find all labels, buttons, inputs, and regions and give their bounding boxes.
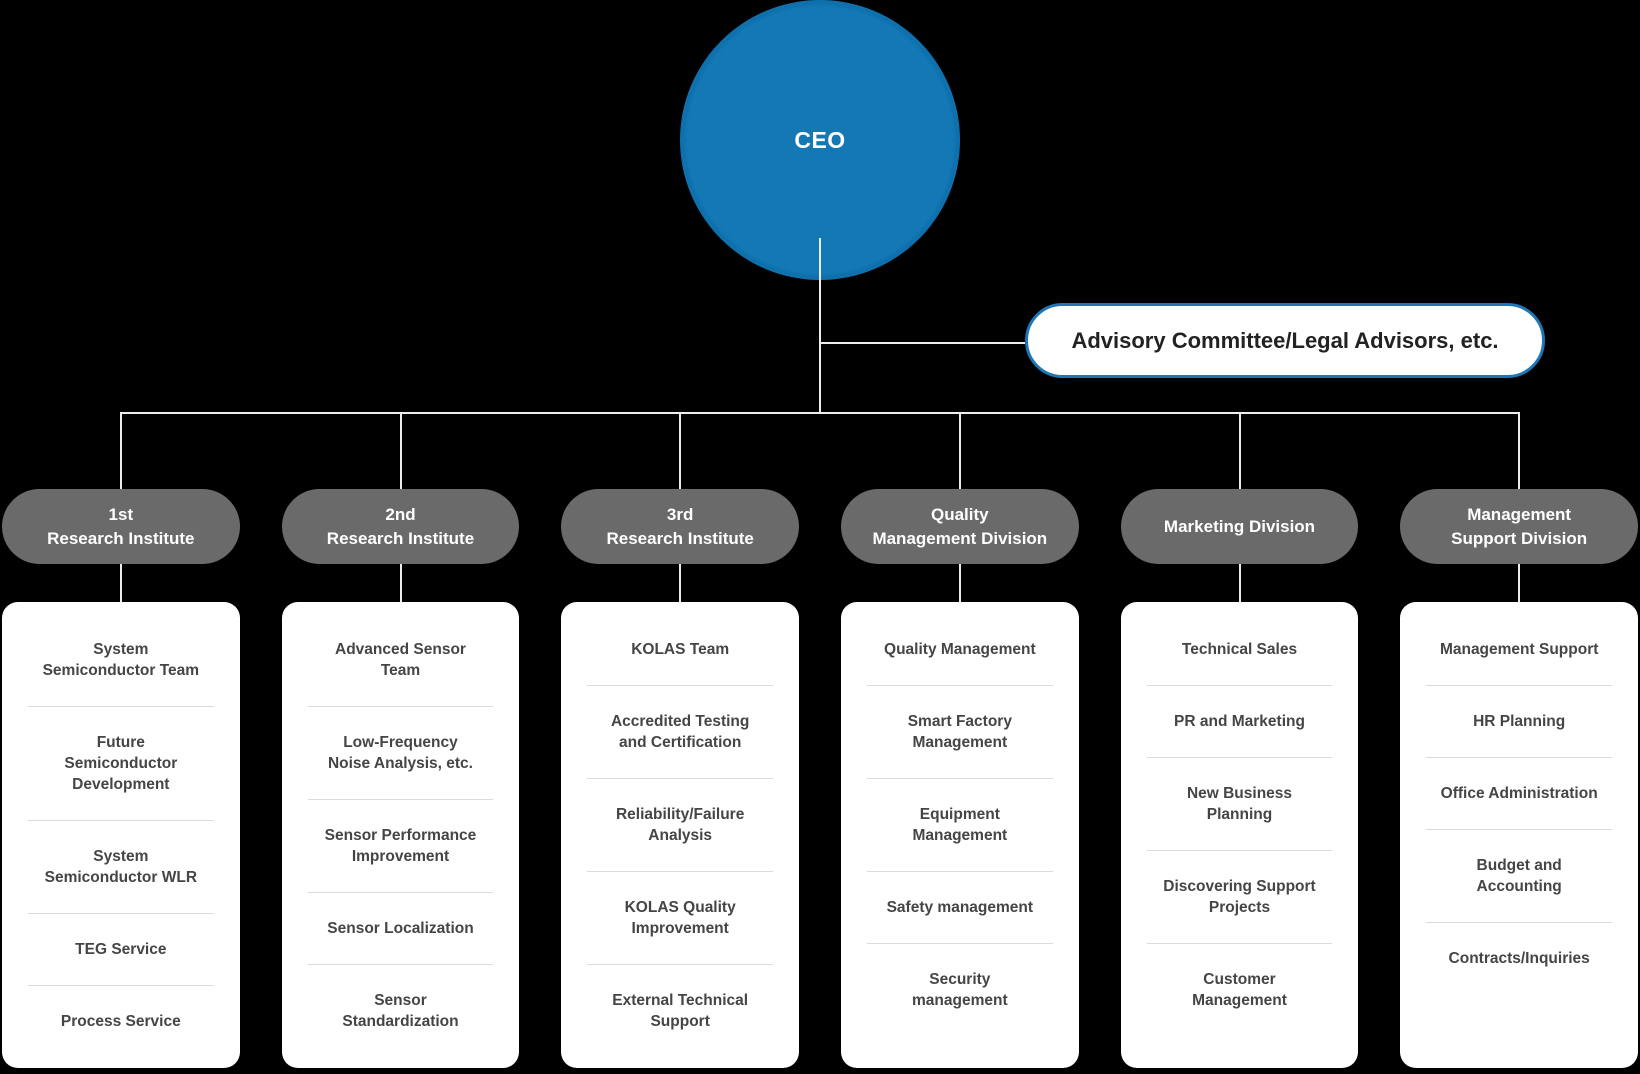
divider [307, 706, 494, 707]
divider [1426, 685, 1612, 686]
team-item: System Semiconductor Team [42, 641, 200, 679]
divider [587, 871, 773, 872]
divisions-grid: 1st Research Institute System Semiconduc… [2, 489, 1638, 1068]
team-item: New Business Planning [1186, 785, 1293, 823]
division-column-3rd-research-institute: 3rd Research Institute KOLAS Team Accred… [561, 489, 799, 1068]
advisory-committee-label: Advisory Committee/Legal Advisors, etc. [1071, 327, 1499, 353]
advisory-committee-node: Advisory Committee/Legal Advisors, etc. [1025, 303, 1545, 378]
divider [1146, 685, 1333, 686]
divider [28, 706, 214, 707]
team-item: Sensor Localization [327, 920, 474, 937]
divider [587, 778, 773, 779]
team-item: HR Planning [1473, 713, 1566, 730]
divider [867, 871, 1053, 872]
division-title: Management Support Division [1451, 504, 1588, 548]
division-pill: Management Support Division [1400, 489, 1638, 564]
division-pill: 1st Research Institute [2, 489, 240, 564]
team-item: Technical Sales [1181, 641, 1298, 658]
divider [867, 685, 1053, 686]
ceo-node: CEO [680, 0, 960, 280]
ceo-riser-line [819, 238, 821, 413]
team-item: Future Semiconductor Development [64, 734, 178, 793]
team-item: TEG Service [75, 941, 167, 958]
team-item: Reliability/Failure Analysis [615, 806, 745, 844]
advisory-connector-line [820, 342, 1025, 344]
division-title: 2nd Research Institute [326, 504, 475, 548]
division-title: Quality Management Division [872, 504, 1048, 548]
team-item: Sensor Standardization [342, 992, 459, 1030]
team-item: Equipment Management [912, 806, 1008, 844]
team-item: KOLAS Team [631, 641, 730, 658]
team-item: Accredited Testing and Certification [610, 713, 750, 751]
team-item: Customer Management [1192, 971, 1287, 1009]
divider [1146, 757, 1333, 758]
team-item: Budget and Accounting [1476, 857, 1562, 895]
team-item: Smart Factory Management [907, 713, 1012, 751]
team-item: Advanced Sensor Team [335, 641, 466, 679]
division-card: Management Support HR Planning Office Ad… [1400, 602, 1638, 1068]
team-item: Safety management [886, 899, 1034, 916]
division-title: 1st Research Institute [47, 504, 195, 548]
team-item: Process Service [60, 1013, 181, 1030]
division-title: 3rd Research Institute [606, 504, 754, 548]
team-item: Sensor Performance Improvement [324, 827, 477, 865]
division-pill: 3rd Research Institute [561, 489, 799, 564]
team-item: PR and Marketing [1174, 713, 1305, 730]
divider [307, 964, 494, 965]
division-column-2nd-research-institute: 2nd Research Institute Advanced Sensor T… [281, 489, 520, 1068]
team-item: Low-Frequency Noise Analysis, etc. [327, 734, 473, 772]
division-title: Marketing Division [1163, 516, 1316, 536]
team-item: Quality Management [884, 641, 1036, 658]
divider [1426, 757, 1612, 758]
division-column-marketing: Marketing Division Technical Sales PR an… [1120, 489, 1359, 1068]
division-card: KOLAS Team Accredited Testing and Certif… [561, 602, 799, 1068]
ceo-label: CEO [794, 126, 846, 153]
divider [28, 913, 214, 914]
division-card: System Semiconductor Team Future Semicon… [2, 602, 240, 1068]
divider [587, 964, 773, 965]
division-pill: 2nd Research Institute [281, 489, 520, 564]
division-column-1st-research-institute: 1st Research Institute System Semiconduc… [2, 489, 240, 1068]
division-card: Quality Management Smart Factory Managem… [841, 602, 1079, 1068]
division-column-quality-management: Quality Management Division Quality Mana… [841, 489, 1079, 1068]
divider [587, 685, 773, 686]
divider [307, 799, 494, 800]
team-item: Security management [912, 971, 1008, 1009]
divider [1426, 829, 1612, 830]
team-item: Contracts/Inquiries [1448, 950, 1590, 967]
divider [1146, 850, 1333, 851]
team-item: Discovering Support Projects [1163, 878, 1316, 916]
division-column-management-support: Management Support Division Management S… [1400, 489, 1638, 1068]
divider [28, 820, 214, 821]
team-item: Management Support [1439, 641, 1599, 658]
divider [1426, 922, 1612, 923]
divider [28, 985, 214, 986]
division-card: Advanced Sensor Team Low-Frequency Noise… [281, 602, 520, 1068]
divider [1146, 943, 1333, 944]
team-item: External Technical Support [612, 992, 749, 1030]
team-item: System Semiconductor WLR [44, 848, 198, 886]
division-pill: Quality Management Division [841, 489, 1079, 564]
team-item: Office Administration [1440, 785, 1598, 802]
team-item: KOLAS Quality Improvement [624, 899, 736, 937]
division-card: Technical Sales PR and Marketing New Bus… [1120, 602, 1359, 1068]
distribution-line [120, 412, 1519, 414]
divider [867, 943, 1053, 944]
divider [867, 778, 1053, 779]
division-pill: Marketing Division [1120, 489, 1359, 564]
divider [307, 892, 494, 893]
